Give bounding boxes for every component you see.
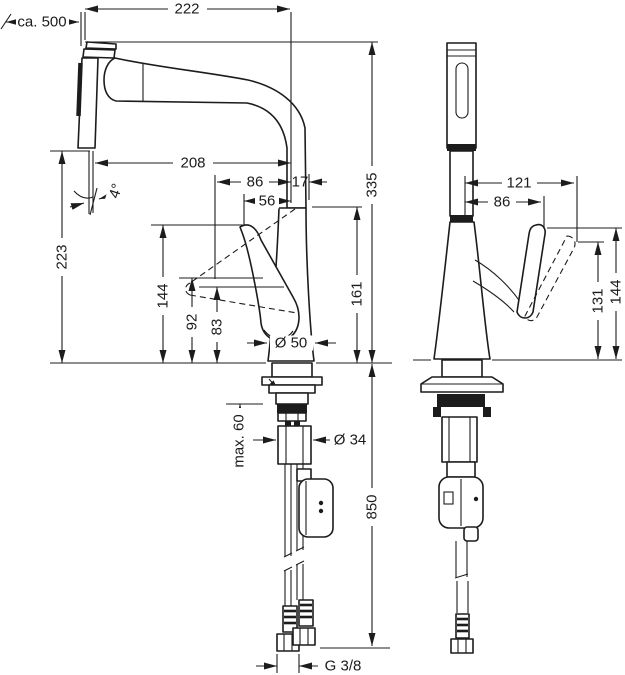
base-neck bbox=[441, 359, 483, 378]
dim-hose-pullout: ca. 500 bbox=[0, 12, 82, 46]
dim-handle-reach: 86 bbox=[465, 194, 545, 229]
dim-handle-tip-height: 144 bbox=[151, 224, 243, 363]
body-column-front bbox=[449, 150, 474, 222]
diverter-box bbox=[296, 468, 334, 538]
thread-band bbox=[437, 394, 485, 407]
base-neck bbox=[271, 362, 313, 378]
front-view bbox=[413, 42, 622, 654]
thread-band bbox=[277, 404, 307, 413]
dim-handle-offset: 86 bbox=[214, 174, 291, 279]
supply-hose-front bbox=[450, 541, 474, 654]
spout bbox=[103, 57, 307, 209]
dim-spray-height: 223 bbox=[50, 150, 90, 363]
base-cylinder bbox=[275, 392, 309, 405]
dim-handle-height-open-label: 131 bbox=[590, 288, 607, 313]
spray-slot bbox=[455, 62, 469, 119]
connector-nut bbox=[292, 627, 316, 646]
mounting-assembly bbox=[261, 362, 323, 465]
dim-handle-height-open: 131 bbox=[578, 241, 607, 359]
dim-base-diameter-label: Ø 50 bbox=[275, 335, 308, 352]
dim-handle-reach-open: 121 bbox=[464, 175, 578, 242]
mounting-nut bbox=[277, 412, 307, 422]
dim-spout-edge-offset: 17 bbox=[292, 174, 327, 200]
dim-hose-length-label: 850 bbox=[364, 494, 381, 519]
dim-spray-angle: 4° bbox=[69, 151, 128, 216]
mounting-assembly-front bbox=[420, 359, 504, 463]
dim-handle-mid-height: 92 bbox=[179, 277, 263, 363]
side-view bbox=[50, 41, 392, 652]
spray-face bbox=[76, 62, 83, 117]
hose-weight bbox=[438, 461, 484, 542]
hose-break bbox=[283, 552, 293, 558]
escutcheon-skirt bbox=[268, 384, 316, 394]
dim-counter-thickness-label: max. 60 bbox=[231, 414, 248, 467]
dim-base-diameter: Ø 50 bbox=[247, 335, 336, 352]
dim-spout-reach-label: 208 bbox=[180, 155, 205, 172]
hose-connectors bbox=[276, 599, 316, 652]
dim-total-height-label: 335 bbox=[364, 172, 381, 197]
body-cone-front bbox=[433, 221, 491, 360]
dim-shank-diameter: Ø 34 bbox=[253, 432, 371, 449]
dim-handle-offset-inner: 56 bbox=[243, 193, 291, 226]
hose-break bbox=[454, 573, 469, 579]
dim-handle-tip-height-label: 144 bbox=[155, 283, 172, 308]
dim-spout-outlet-height-label: 161 bbox=[349, 281, 366, 306]
hose-break bbox=[295, 546, 305, 552]
dim-connection-thread-label: G 3/8 bbox=[325, 658, 362, 675]
dim-hose-pullout-label: ca. 500 bbox=[17, 14, 66, 31]
dim-counter-thickness: max. 60 bbox=[226, 403, 263, 474]
dim-total-height: 335 bbox=[85, 41, 381, 363]
dim-spout-reach-overall-label: 222 bbox=[174, 1, 199, 18]
dim-handle-low-height-label: 83 bbox=[209, 319, 226, 336]
hose-clip bbox=[463, 526, 479, 542]
dim-spout-reach-overall: 222 bbox=[84, 1, 292, 203]
dim-connection-thread: G 3/8 bbox=[256, 654, 368, 675]
dim-hose-length: 850 bbox=[320, 364, 390, 649]
dim-handle-reach-open-label: 121 bbox=[506, 175, 531, 192]
dim-handle-offset-inner-label: 56 bbox=[259, 193, 276, 210]
dim-handle-height-label: 144 bbox=[608, 279, 625, 304]
mounting-shank bbox=[277, 425, 312, 465]
dim-spray-angle-label: 4° bbox=[106, 182, 127, 201]
spray-head bbox=[76, 41, 117, 149]
dim-handle-reach-label: 86 bbox=[494, 194, 511, 211]
dim-spray-height-label: 223 bbox=[54, 244, 71, 269]
dim-handle-low-height: 83 bbox=[199, 286, 284, 363]
dim-spout-outlet-height: 161 bbox=[312, 206, 366, 363]
dim-shank-diameter-label: Ø 34 bbox=[334, 432, 367, 449]
connector-nut bbox=[450, 638, 474, 654]
dim-handle-height: 144 bbox=[547, 227, 625, 359]
dim-spout-edge-offset-label: 17 bbox=[292, 174, 309, 191]
handle-front-dashed bbox=[524, 235, 576, 322]
spray-head-front bbox=[446, 42, 477, 151]
dim-handle-mid-height-label: 92 bbox=[184, 314, 201, 331]
dim-handle-offset-label: 86 bbox=[247, 174, 264, 191]
mounting-shank-front bbox=[441, 416, 478, 463]
